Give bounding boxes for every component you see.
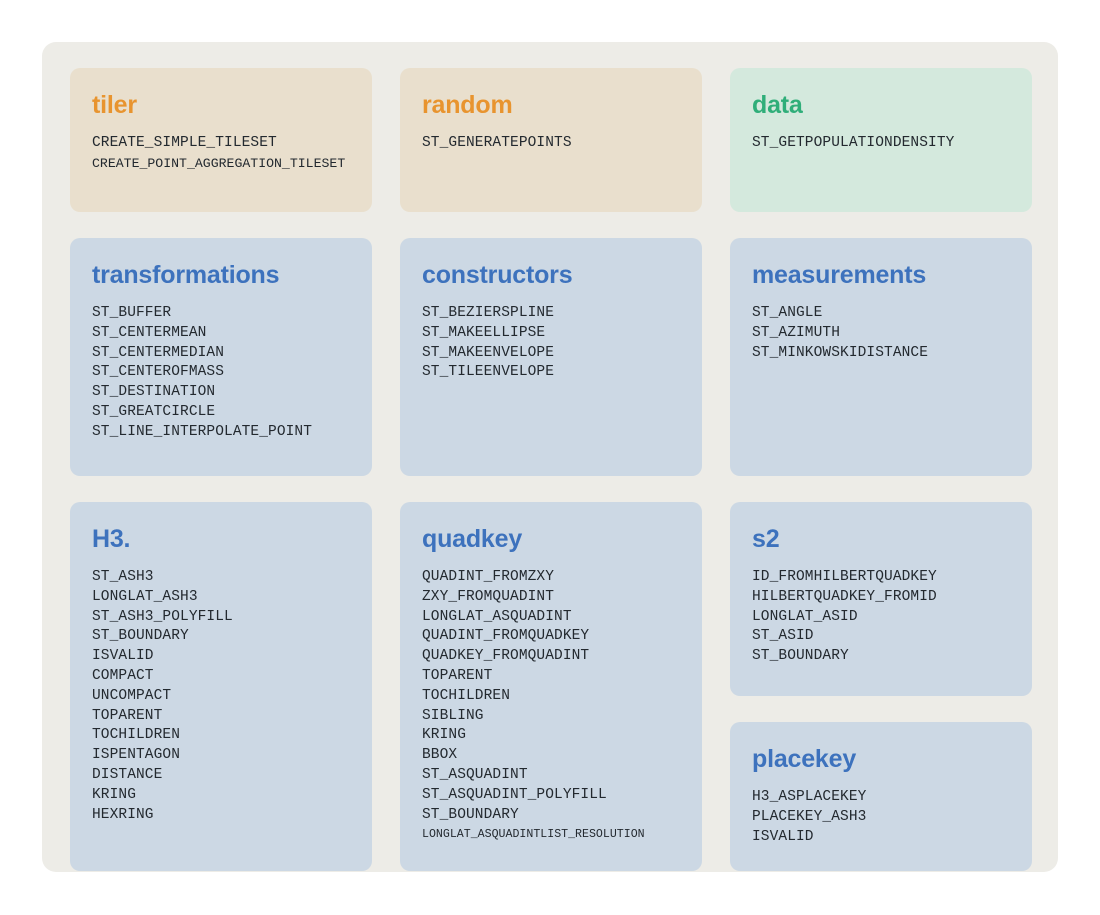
function-item: HILBERTQUADKEY_FROMID	[752, 588, 937, 605]
function-item: ZXY_FROMQUADINT	[422, 588, 555, 605]
function-item: KRING	[92, 786, 137, 803]
function-item: TOPARENT	[92, 707, 163, 724]
card-title-random: random	[422, 91, 513, 119]
function-item: LONGLAT_ASQUADINT	[422, 608, 572, 625]
card-title-placekey: placekey	[752, 745, 857, 773]
function-item: QUADINT_FROMQUADKEY	[422, 628, 590, 645]
function-item: ST_ASQUADINT	[422, 766, 528, 783]
function-item: ST_AZIMUTH	[752, 324, 841, 341]
function-item: LONGLAT_ASID	[752, 608, 858, 625]
function-item: ST_ASH3	[92, 569, 154, 585]
card-title-measurements: measurements	[752, 261, 927, 289]
function-list-measurements: ST_ANGLE ST_AZIMUTH ST_MINKOWSKIDISTANCE	[752, 304, 1010, 363]
function-list-data: ST_GETPOPULATIONDENSITY	[752, 134, 1010, 154]
function-item: LONGLAT_ASQUADINTLIST_RESOLUTION	[422, 828, 645, 842]
function-item: ST_ASH3_POLYFILL	[92, 608, 233, 625]
function-item: COMPACT	[92, 667, 154, 684]
function-item: ST_LINE_INTERPOLATE_POINT	[92, 423, 313, 440]
card-title-constructors: constructors	[422, 261, 573, 289]
function-item: BBOX	[422, 747, 458, 764]
function-item: ST_MAKEENVELOPE	[422, 344, 555, 361]
function-item: ST_MINKOWSKIDISTANCE	[752, 344, 929, 361]
function-item: ST_GETPOPULATIONDENSITY	[752, 135, 955, 151]
function-item: LONGLAT_ASH3	[92, 588, 198, 605]
function-item: TOCHILDREN	[92, 727, 181, 744]
function-item: ST_MAKEELLIPSE	[422, 324, 546, 341]
function-item: CREATE_SIMPLE_TILESET	[92, 135, 277, 151]
function-item: ST_GREATCIRCLE	[92, 403, 216, 420]
function-item: SIBLING	[422, 707, 484, 724]
function-item: HEXRING	[92, 806, 154, 823]
function-item: ST_ASID	[752, 628, 814, 645]
function-item: ST_DESTINATION	[92, 384, 216, 401]
function-list-random: ST_GENERATEPOINTS	[422, 134, 680, 154]
function-item: ISPENTAGON	[92, 747, 181, 764]
function-item: ISVALID	[752, 828, 814, 845]
function-list-quadkey: QUADINT_FROMZXY ZXY_FROMQUADINT LONGLAT_AS…	[422, 568, 680, 845]
function-item: KRING	[422, 727, 467, 744]
function-item: ST_BOUNDARY	[422, 806, 519, 823]
function-item: TOPARENT	[422, 667, 493, 684]
function-item: TOCHILDREN	[422, 687, 511, 704]
card-title-data: data	[752, 91, 803, 119]
function-item: ST_BOUNDARY	[752, 648, 849, 665]
function-item: ISVALID	[92, 648, 154, 665]
function-item: ST_BEZIERSPLINE	[422, 305, 555, 321]
card-title-quadkey: quadkey	[422, 525, 523, 553]
function-item: ST_ANGLE	[752, 305, 823, 321]
function-item: ST_GENERATEPOINTS	[422, 135, 572, 151]
function-item: UNCOMPACT	[92, 687, 172, 704]
function-item: QUADINT_FROMZXY	[422, 569, 555, 585]
card-title-s2: s2	[752, 525, 780, 553]
function-list-transformations: ST_BUFFER ST_CENTERMEAN ST_CENTERMEDIAN ST_…	[92, 304, 350, 443]
function-item: DISTANCE	[92, 766, 163, 783]
function-item: ST_CENTERMEAN	[92, 324, 207, 341]
function-item: H3_ASPLACEKEY	[752, 789, 867, 805]
function-list-s2: ID_FROMHILBERTQUADKEY HILBERTQUADKEY_FROM…	[752, 568, 1010, 667]
function-item: QUADKEY_FROMQUADINT	[422, 648, 590, 665]
card-title-h3: H3.	[92, 525, 131, 553]
function-list-tiler: CREATE_SIMPLE_TILESET CREATE_POINT_AGGREG…	[92, 134, 350, 174]
function-item: ST_BUFFER	[92, 305, 172, 321]
function-item: ST_CENTEROFMASS	[92, 364, 225, 381]
function-item: ST_ASQUADINT_POLYFILL	[422, 786, 607, 803]
function-item: ST_BOUNDARY	[92, 628, 189, 645]
function-item: ID_FROMHILBERTQUADKEY	[752, 569, 937, 585]
function-item: PLACEKEY_ASH3	[752, 808, 867, 825]
card-title-tiler: tiler	[92, 91, 137, 119]
function-item: CREATE_POINT_AGGREGATION_TILESET	[92, 155, 346, 171]
function-list-constructors: ST_BEZIERSPLINE ST_MAKEELLIPSE ST_MAKEENVE…	[422, 304, 680, 383]
function-item: ST_CENTERMEDIAN	[92, 344, 225, 361]
function-item: ST_TILEENVELOPE	[422, 364, 555, 381]
card-title-transformations: transformations	[92, 261, 280, 289]
